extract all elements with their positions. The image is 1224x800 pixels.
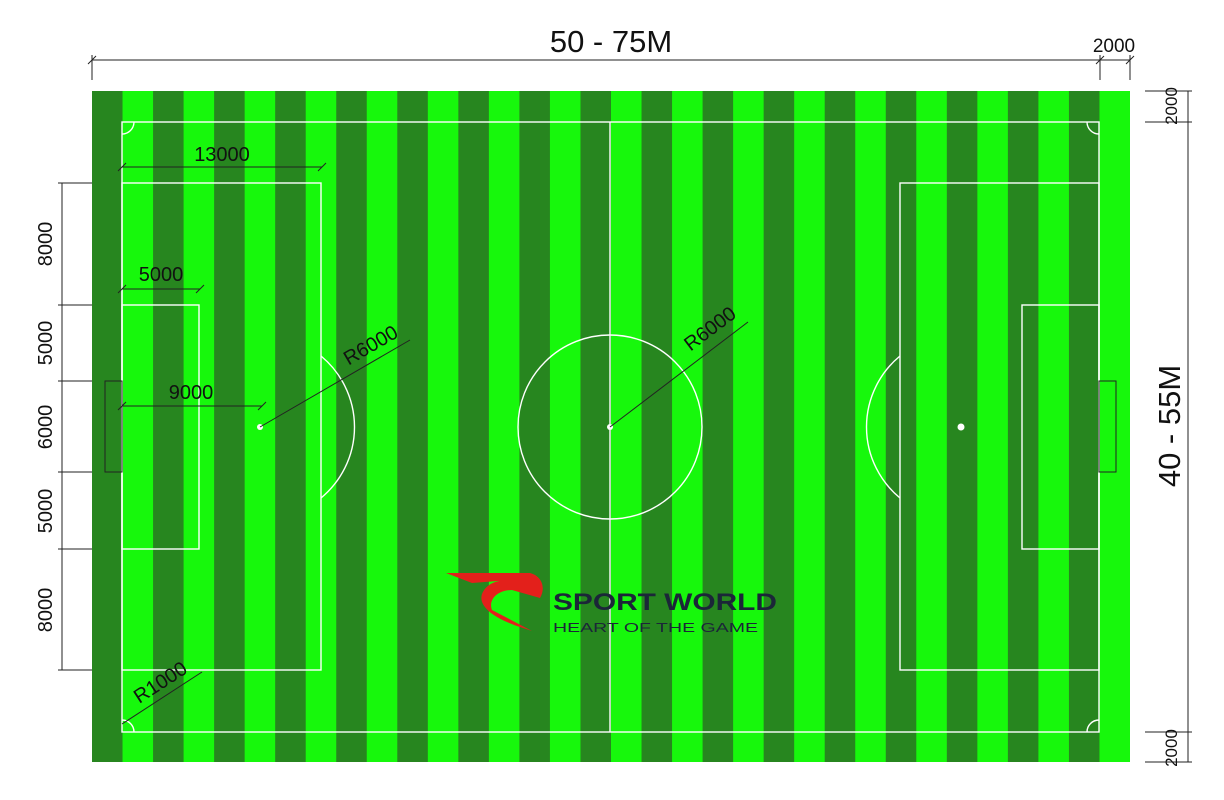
corner-arc-bottom-left <box>121 719 135 733</box>
right-penalty-arc <box>865 355 901 499</box>
corner-arc-top-right <box>1086 121 1100 135</box>
penalty-spot-tick-right <box>257 401 267 411</box>
left-segment-label-4: 5000 <box>35 489 57 534</box>
grass-stripe <box>427 91 459 762</box>
sport-world-logo: SPORT WORLD HEART OF THE GAME <box>446 573 777 635</box>
length-dimension: 50 - 75M 2000 <box>87 24 1135 80</box>
grass-stripe <box>733 91 764 762</box>
center-circle <box>517 334 703 520</box>
logo-mark <box>446 573 543 631</box>
length-label: 50 - 75M <box>550 24 672 59</box>
goal-area-depth-tick-left <box>117 284 127 294</box>
pitch-markings <box>104 121 1117 733</box>
grass-stripe <box>611 91 642 762</box>
grass-stripe <box>122 91 154 762</box>
right-penalty-spot <box>957 423 965 431</box>
grass-stripe <box>366 91 398 762</box>
grass-stripe <box>549 91 581 762</box>
left-goal <box>104 380 123 473</box>
logo-tagline-text: HEART OF THE GAME <box>553 620 758 635</box>
corner-radius-leader <box>121 671 203 725</box>
right-goal <box>1098 380 1117 473</box>
width-label: 40 - 55M <box>1152 365 1187 487</box>
left-segment-label-5: 8000 <box>35 588 57 633</box>
left-penalty-arc <box>320 355 356 499</box>
margin-label-right-top: 2000 <box>1162 87 1181 125</box>
grass-stripe <box>916 91 947 762</box>
grass-stripe <box>794 91 825 762</box>
grass-stripe <box>855 91 886 762</box>
grass-stripe <box>488 91 520 762</box>
margin-label-right-bottom: 2000 <box>1162 729 1181 767</box>
left-segment-dimensions: 8000 5000 6000 5000 8000 <box>35 182 92 671</box>
penalty-spot-distance-label: 9000 <box>169 382 214 404</box>
grass-stripe <box>672 91 703 762</box>
length-dim-slash-left <box>87 55 97 65</box>
left-segment-label-2: 5000 <box>35 321 57 366</box>
grass-stripe <box>977 91 1008 762</box>
length-dim-slash-mid <box>1095 55 1105 65</box>
left-segment-label-3: 6000 <box>35 405 57 450</box>
logo-brand-text: SPORT WORLD <box>553 589 777 616</box>
penalty-spot-tick-left <box>117 401 127 411</box>
penalty-depth-tick-right <box>317 162 327 172</box>
center-circle-radius-leader <box>609 321 749 428</box>
grass-stripes <box>122 91 1130 762</box>
corner-arc-bottom-right <box>1086 719 1100 733</box>
grass-stripe <box>1038 91 1069 762</box>
margin-label-top-right: 2000 <box>1093 36 1135 57</box>
width-dimension: 40 - 55M 2000 2000 <box>1145 87 1192 767</box>
goal-area-depth-label: 5000 <box>139 264 184 286</box>
pitch-surface <box>92 91 1130 762</box>
length-dim-slash-right <box>1125 55 1135 65</box>
penalty-depth-tick-left <box>117 162 127 172</box>
penalty-arc-radius-leader <box>259 339 411 428</box>
penalty-depth-label: 13000 <box>194 144 250 166</box>
grass-stripe <box>1099 91 1130 762</box>
goal-area-depth-tick-right <box>195 284 205 294</box>
left-segment-label-1: 8000 <box>35 222 57 267</box>
corner-arc-top-left <box>121 121 135 135</box>
